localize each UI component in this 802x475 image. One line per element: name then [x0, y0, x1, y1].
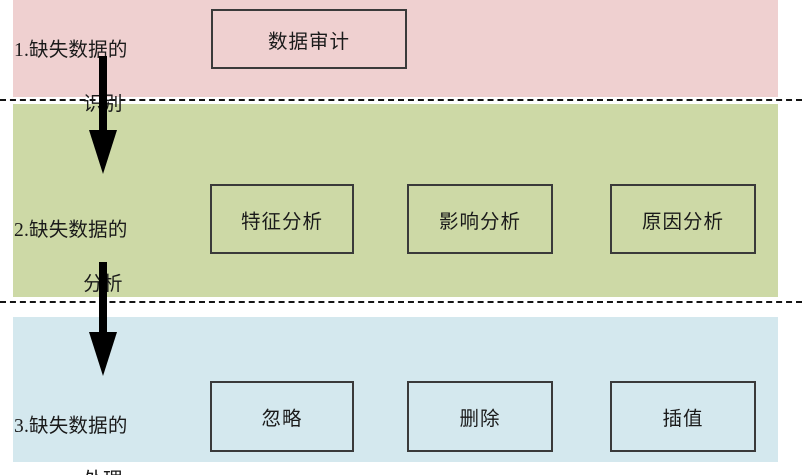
node-box-delete[interactable]: 删除 [407, 381, 553, 452]
stage-label-identify: 1.缺失数据的 识别 [14, 10, 192, 145]
stage-divider-2 [0, 301, 802, 303]
node-box-ignore[interactable]: 忽略 [210, 381, 354, 452]
node-box-cause-analysis[interactable]: 原因分析 [610, 184, 756, 254]
stage-label-handle: 3.缺失数据的 处理 [14, 386, 192, 475]
node-box-interpolation[interactable]: 插值 [610, 381, 756, 452]
stage-band-analyze [13, 104, 778, 297]
stage-divider-1 [0, 99, 802, 101]
down-arrow-icon-stage2-to-stage3 [88, 262, 118, 376]
node-box-feature-analysis[interactable]: 特征分析 [210, 184, 354, 254]
node-box-data-audit[interactable]: 数据审计 [211, 9, 407, 69]
stage-label-handle-line2: 处理 [14, 467, 192, 475]
down-arrow-icon-stage1-to-stage2 [88, 56, 118, 174]
stage-label-analyze-line1: 2.缺失数据的 [14, 220, 128, 241]
stage-label-handle-line1: 3.缺失数据的 [14, 416, 128, 437]
node-box-impact-analysis[interactable]: 影响分析 [407, 184, 553, 254]
stage-label-identify-line1: 1.缺失数据的 [14, 40, 128, 61]
stage-band-identify [13, 0, 778, 97]
stage-band-handle [13, 317, 778, 462]
